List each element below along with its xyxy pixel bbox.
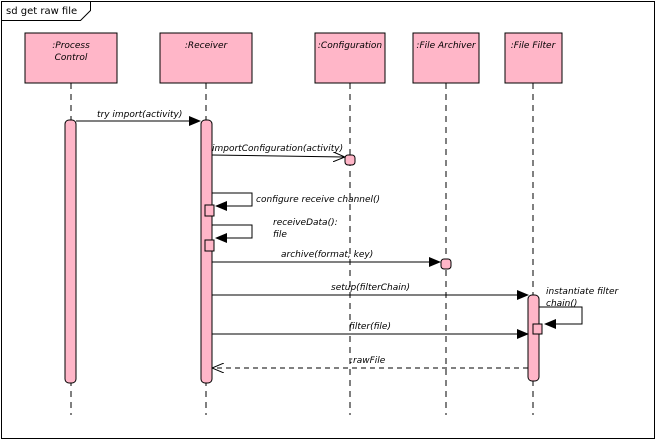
frame-title-tab	[1, 1, 91, 21]
activation-filter-self	[532, 323, 543, 335]
participant-receiver-box[interactable]	[159, 32, 253, 84]
endpoint-configuration	[344, 154, 356, 166]
activation-filter	[527, 294, 540, 382]
lifelines	[70, 83, 534, 415]
message-m3-line	[212, 192, 253, 211]
endpoint-archiver	[440, 258, 452, 270]
activation-receiver-self-2	[204, 239, 215, 252]
message-m7-label-2: chain()	[546, 299, 577, 309]
participant-filter-box[interactable]	[504, 32, 563, 84]
participant-process-label-2: Control	[55, 53, 88, 63]
message-m8-label: filter(file)	[349, 322, 391, 332]
participant-receiver-label: :Receiver	[185, 41, 229, 51]
message-m3-label: configure receive channel()	[256, 195, 380, 205]
activation-receiver-self-1	[204, 204, 215, 217]
participant-archiver-label: :File Archiver	[416, 41, 476, 51]
message-m5-label: archive(format, key)	[281, 250, 373, 260]
message-m7-label-1: instantiate filter	[546, 287, 619, 297]
message-labels: try import(activity) importConfiguration…	[97, 110, 619, 366]
frame-title: sd get raw file	[6, 6, 77, 17]
participant-process-label-1: :Process	[52, 41, 90, 51]
message-m9-label: :rawFile	[350, 356, 386, 366]
activations	[64, 119, 543, 384]
message-m1-label: try import(activity)	[97, 110, 182, 120]
participant-filter-label: :File Filter	[511, 41, 557, 51]
participant-process-box[interactable]	[24, 32, 118, 84]
message-m2-label: importConfiguration(activity)	[212, 144, 343, 154]
messages	[76, 116, 583, 368]
message-m4-label-2: file	[273, 230, 287, 240]
participant-archiver-box[interactable]	[412, 32, 480, 84]
message-m4-line	[212, 224, 253, 243]
message-m6-label: setup(filterChain)	[331, 283, 410, 293]
message-m7-line	[539, 306, 583, 329]
participant-configuration-box[interactable]	[314, 32, 386, 84]
activation-process	[64, 119, 77, 384]
participant-configuration-label: :Configuration	[318, 41, 383, 51]
participants: :Process Control :Receiver :Configuratio…	[24, 32, 563, 84]
message-m2-line	[211, 155, 344, 157]
message-m4-label-1: receiveData():	[273, 218, 338, 228]
